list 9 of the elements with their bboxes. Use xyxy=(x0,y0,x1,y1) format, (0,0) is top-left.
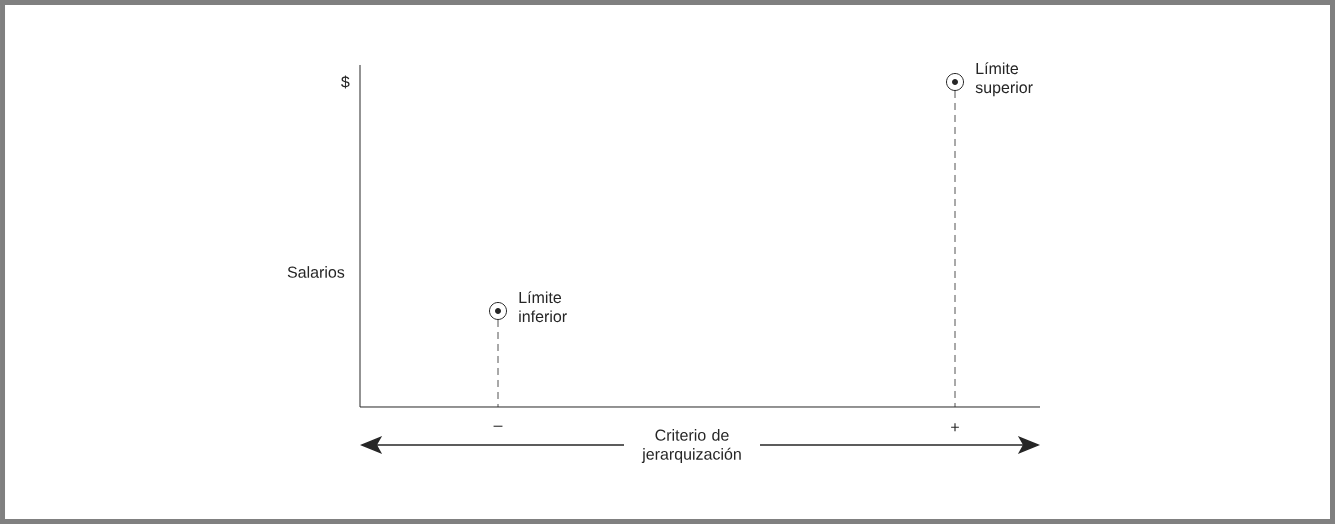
tick-label: – xyxy=(493,425,503,427)
axis-label: Salarios xyxy=(287,266,345,278)
tick-label: + xyxy=(951,423,959,432)
point-label: Límite superior xyxy=(975,62,1033,97)
point-label: Límite inferior xyxy=(519,291,567,323)
axis-title: Criterio de jerarquización xyxy=(641,429,741,463)
point-marker xyxy=(489,302,507,320)
point-marker xyxy=(946,73,964,91)
axis-label: $ xyxy=(341,75,350,89)
